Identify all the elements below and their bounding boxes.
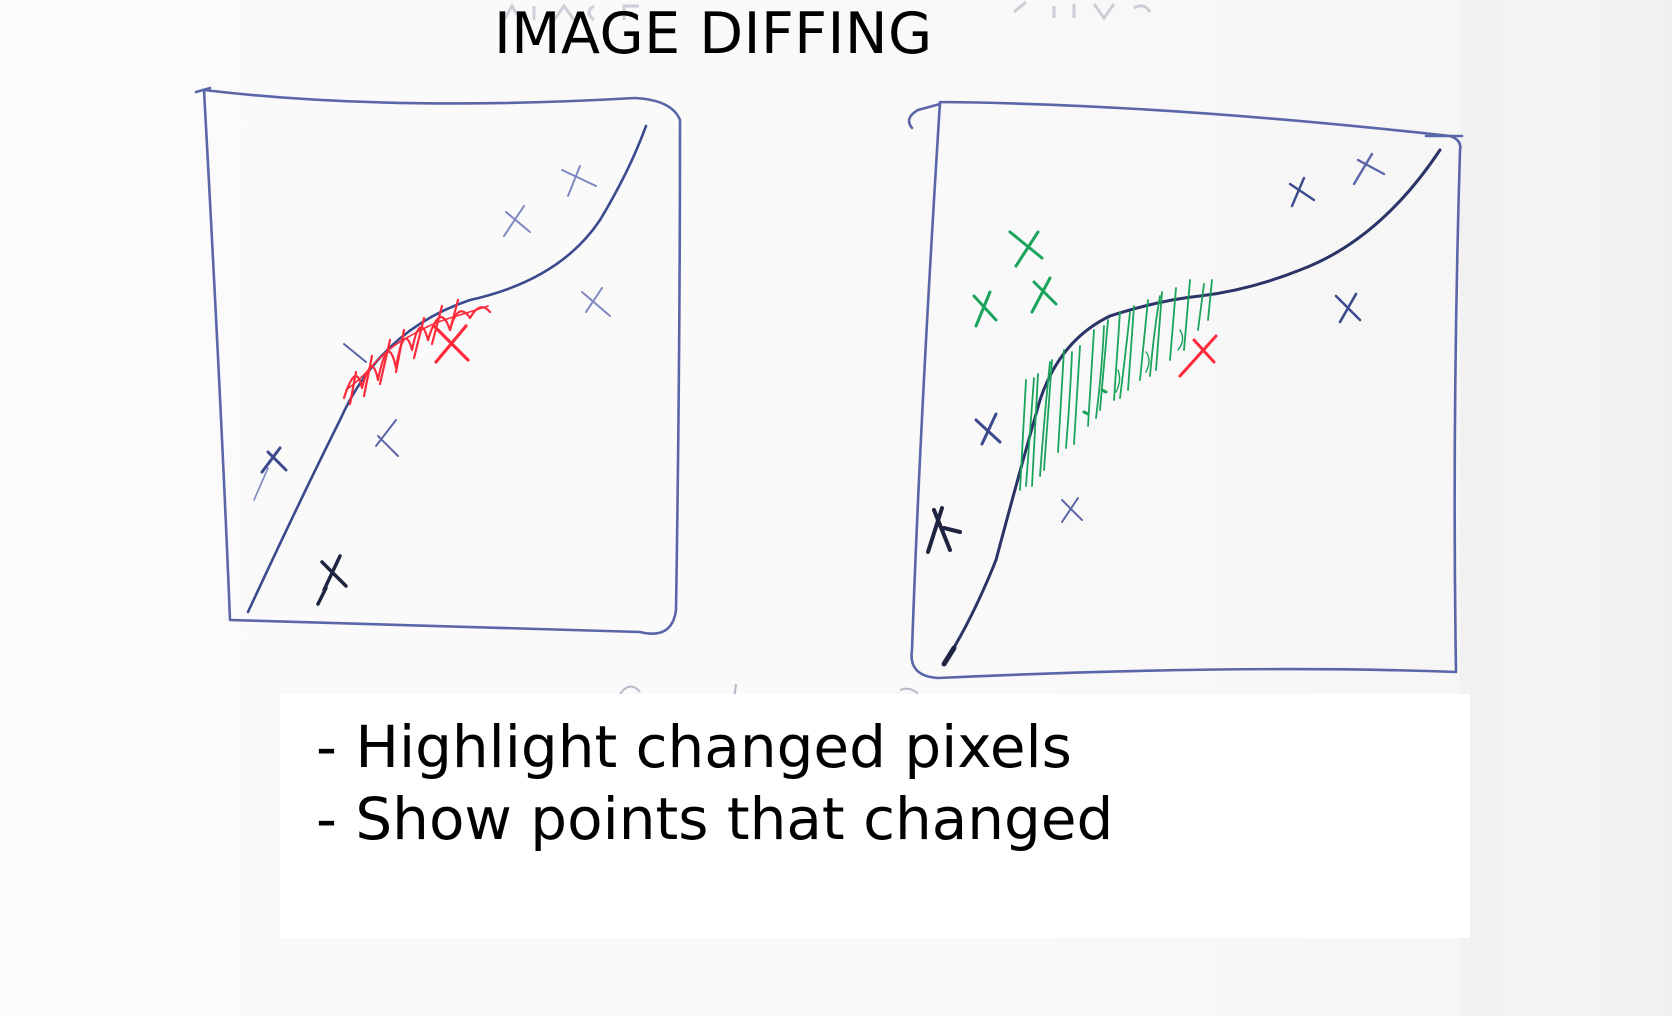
paper-shadow <box>1460 0 1672 1016</box>
notes-box: - Highlight changed pixels - Show points… <box>280 694 1470 938</box>
before-point <box>343 343 367 363</box>
panel-after-curve <box>942 148 1442 666</box>
after-point <box>1061 497 1083 523</box>
after-point-removed <box>1178 334 1218 378</box>
before-point <box>316 554 348 606</box>
panel-before-frame <box>202 88 682 635</box>
new-points-green <box>972 230 1058 328</box>
before-point <box>253 467 269 501</box>
before-point <box>581 287 611 317</box>
before-point <box>375 419 399 457</box>
before-point <box>260 446 288 474</box>
page-title: IMAGE DIFFING <box>494 1 933 67</box>
before-point <box>503 205 531 237</box>
note-show-points-changed: - Show points that changed <box>316 785 1114 853</box>
after-point <box>1288 176 1316 208</box>
after-point <box>1352 152 1386 186</box>
panel-before <box>194 86 682 635</box>
note-highlight-changed-pixels: - Highlight changed pixels <box>316 713 1072 781</box>
after-point <box>1334 292 1362 324</box>
before-point <box>561 165 597 197</box>
panel-after-frame <box>910 100 1462 680</box>
after-point <box>926 506 962 554</box>
changed-pixels-green <box>1019 279 1213 491</box>
changed-pixels-red <box>342 298 492 406</box>
panel-before-curve <box>246 124 648 614</box>
after-point <box>974 412 1002 446</box>
panel-after <box>907 100 1464 680</box>
faint-title-underlay <box>502 0 1152 22</box>
